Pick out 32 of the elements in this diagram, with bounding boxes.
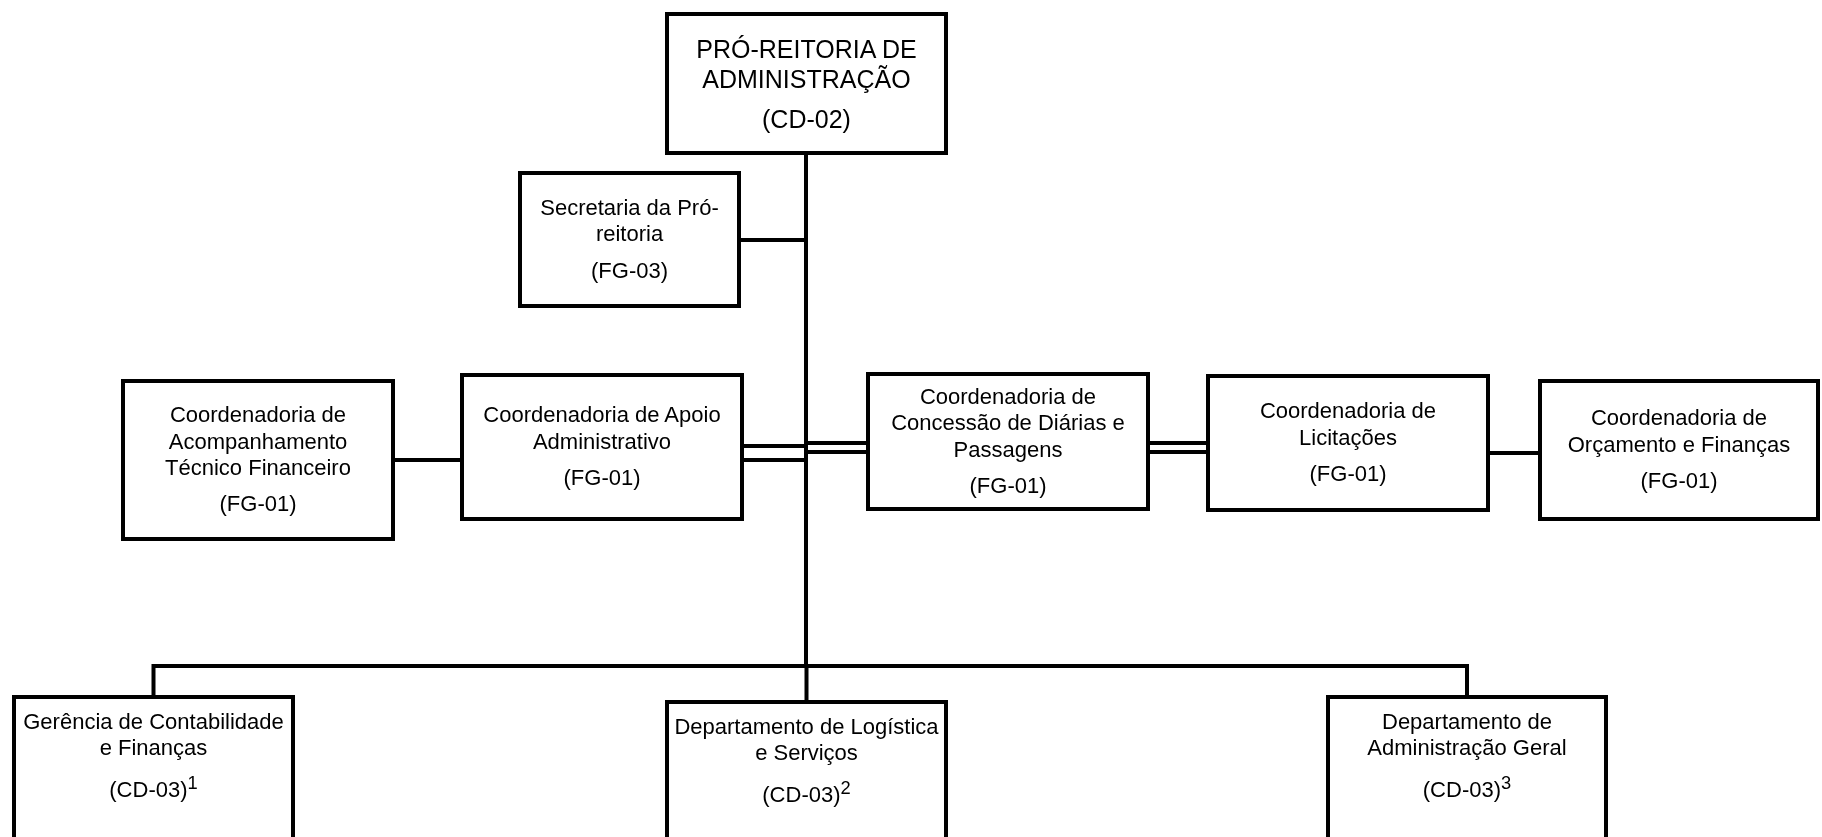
position-code: (CD-03)$^{3}$: [1422, 771, 1512, 804]
org-unit-box: [665, 12, 948, 155]
org-unit-box: [665, 700, 948, 837]
position-code: (FG-01): [1640, 468, 1718, 495]
position-code: (CD-03)$^{1}$: [109, 771, 198, 804]
org-unit-box: [866, 372, 1150, 511]
position-code: (CD-03)$^{2}$: [762, 776, 851, 809]
unit-name: Coordenadoria de Licitações: [1258, 398, 1438, 452]
unit-name: Coordenadoria de Orçamento e Finanças: [1566, 405, 1792, 459]
unit-name: Departamento de Administração Geral: [1366, 709, 1568, 762]
unit-name: Coordenadoria de Apoio Administrativo: [482, 402, 722, 456]
org-unit-box: [1326, 695, 1608, 837]
org-unit-box: [518, 171, 741, 308]
position-code: (FG-01): [219, 491, 297, 518]
connector-line: [1490, 451, 1538, 455]
org-unit-box: [12, 695, 295, 837]
org-unit-box: [1538, 379, 1820, 521]
position-code: (FG-01): [563, 465, 641, 492]
org-unit-box: [121, 379, 395, 541]
unit-name: Coordenadoria de Concessão de Diárias e Passagens: [890, 383, 1126, 463]
position-code: (CD-02): [762, 103, 851, 134]
position-code: (FG-03): [591, 257, 668, 285]
org-unit-box: [1206, 374, 1490, 512]
position-code: (FG-01): [969, 472, 1047, 500]
unit-name: Departamento de Logística e Serviços: [673, 714, 940, 767]
unit-name: PRÓ-REITORIA DE ADMINISTRAÇÃO: [695, 33, 918, 94]
position-code: (FG-01): [1309, 461, 1387, 488]
org-unit-box: [460, 373, 744, 521]
unit-name: Coordenadoria de Acompanhamento Técnico Financeiro: [164, 402, 352, 482]
unit-name: Gerência de Contabilidade e Finanças: [22, 709, 285, 762]
unit-name: Secretaria da Pró-reitoria: [539, 194, 720, 248]
connector-line: [395, 458, 460, 462]
